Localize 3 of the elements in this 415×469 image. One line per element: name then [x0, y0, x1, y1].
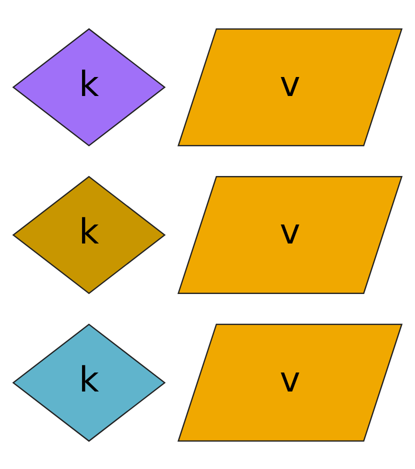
node-diamond: k: [12, 323, 166, 442]
node-diamond: k: [12, 28, 166, 146]
node-diamond: k: [12, 175, 166, 294]
